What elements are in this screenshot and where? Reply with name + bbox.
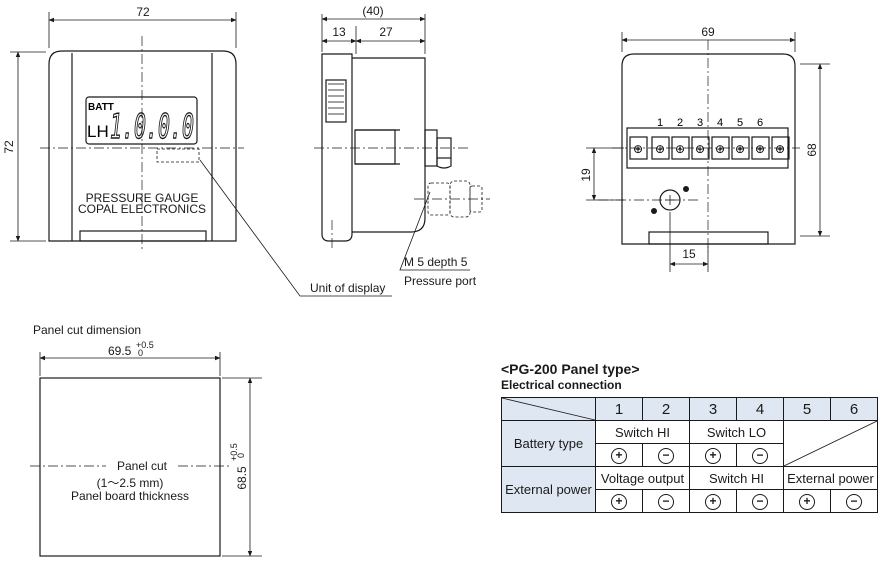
lcd-lh: LH: [87, 122, 109, 141]
terminal-number: 6: [757, 117, 763, 129]
product-name: PRESSURE GAUGE: [86, 191, 199, 205]
front-view: 72 72 BATT LH 1.0.0.0 Unit of display PR…: [2, 5, 392, 297]
plus-symbol: +: [611, 447, 627, 464]
panel-cut-width-tol-minus: 0: [138, 348, 143, 358]
panel-cut-thickness: Panel board thickness: [71, 489, 189, 503]
panel-cut-height-tol-minus: 0: [236, 453, 246, 458]
panel-cut-height-tol-plus: +0.5: [229, 443, 239, 461]
screw-icon: ⊕: [715, 142, 725, 156]
panel-cut-view: Panel cut dimension 69.5 +0.5 0 68.5 +0.…: [30, 323, 262, 557]
table-row: Battery type Switch HI Switch LO: [501, 420, 878, 467]
side-dim-13: 13: [332, 25, 346, 39]
panel-cut-range: (1〜2.5 mm): [97, 476, 164, 490]
unit-display-area: [156, 148, 200, 163]
terminal-number: 1: [657, 117, 663, 129]
terminal-number: 2: [677, 117, 683, 129]
plus-symbol: +: [705, 493, 721, 510]
port-label: Pressure port: [404, 274, 477, 288]
screw-icon: ⊕: [655, 142, 665, 156]
screw-icon: ⊕: [755, 142, 765, 156]
symbol-cell: +: [689, 443, 737, 467]
minus-symbol: −: [658, 493, 674, 510]
rear-dim-15: 15: [682, 247, 696, 261]
panel-cut-label: Panel cut: [117, 459, 168, 473]
terminal-strip: ⊕ ⊕ ⊕ ⊕ ⊕ ⊕ ⊕ ⊕ 1 2 3 4 5 6: [629, 117, 790, 160]
group-cell: Switch HI: [689, 466, 784, 490]
screw-icon: ⊕: [735, 142, 745, 156]
side-view: (40) 13 27 M 5 depth 5 Pressure p: [314, 4, 490, 288]
symbol-cell: +: [595, 443, 643, 467]
table-row: External power Voltage output Switch HI …: [501, 466, 878, 513]
row-label: External power: [501, 466, 596, 513]
table-header-row: 1 2 3 4 5 6: [501, 397, 878, 421]
corner-cell: [501, 397, 596, 421]
symbol-cell: −: [736, 489, 784, 513]
terminal-number: 4: [717, 117, 723, 129]
terminal-number: 5: [737, 117, 743, 129]
screw-icon: ⊕: [695, 142, 705, 156]
row-label: Battery type: [501, 420, 596, 467]
column-header: 2: [642, 397, 690, 421]
front-height-dim: 72: [2, 140, 16, 154]
column-header: 6: [830, 397, 878, 421]
panel-cut-width-tol-plus: +0.5: [136, 340, 154, 350]
rear-height-dim: 68: [805, 143, 819, 157]
thread-label: M 5 depth 5: [404, 255, 468, 269]
maker-name: COPAL ELECTRONICS: [78, 202, 206, 216]
front-width-dim: 72: [136, 5, 150, 19]
group-cell: Voltage output: [595, 466, 690, 490]
group-cell: Switch LO: [689, 420, 784, 444]
rear-width-dim: 69: [701, 25, 715, 39]
lcd-batt: BATT: [88, 102, 114, 113]
side-dim-27: 27: [379, 25, 393, 39]
rear-view: 69 68 ⊕ ⊕ ⊕ ⊕ ⊕ ⊕ ⊕ ⊕ 1 2 3 4 5 6 19 15: [579, 25, 830, 272]
column-header: 5: [783, 397, 831, 421]
lcd-digits: 1.0.0.0: [110, 107, 194, 147]
minus-symbol: −: [752, 447, 768, 464]
symbol-cell: +: [595, 489, 643, 513]
connection-subtitle: Electrical connection: [501, 378, 622, 392]
column-header: 1: [595, 397, 643, 421]
plus-symbol: +: [705, 447, 721, 464]
screw-icon: ⊕: [775, 142, 785, 156]
unit-display-callout: Unit of display: [310, 281, 385, 295]
minus-symbol: −: [846, 493, 862, 510]
plus-symbol: +: [799, 493, 815, 510]
plus-symbol: +: [611, 493, 627, 510]
connection-title: <PG-200 Panel type>: [501, 361, 640, 377]
terminal-slot: [731, 136, 750, 160]
minus-symbol: −: [658, 447, 674, 464]
symbol-cell: −: [830, 489, 878, 513]
terminal-number: 3: [697, 117, 703, 129]
column-header: 3: [689, 397, 737, 421]
panel-cut-width-dim: 69.5: [108, 344, 132, 358]
rear-dim-19: 19: [579, 168, 593, 182]
screw-icon: ⊕: [675, 142, 685, 156]
symbol-cell: −: [642, 489, 690, 513]
symbol-cell: −: [736, 443, 784, 467]
unused-cell: [783, 420, 878, 467]
side-total-dim: (40): [362, 4, 383, 18]
connection-table: 1 2 3 4 5 6 Battery type Switch HI Switc…: [501, 397, 878, 513]
symbol-cell: +: [689, 489, 737, 513]
screw-icon: ⊕: [633, 142, 643, 156]
panel-cut-title: Panel cut dimension: [33, 323, 141, 337]
column-header: 4: [736, 397, 784, 421]
group-cell: Switch HI: [595, 420, 690, 444]
minus-symbol: −: [752, 493, 768, 510]
group-cell: External power: [783, 466, 878, 490]
table-row: + − + − + −: [502, 489, 878, 513]
symbol-cell: −: [642, 443, 690, 467]
symbol-cell: +: [783, 489, 831, 513]
panel-cut-height-dim: 68.5: [235, 466, 249, 490]
